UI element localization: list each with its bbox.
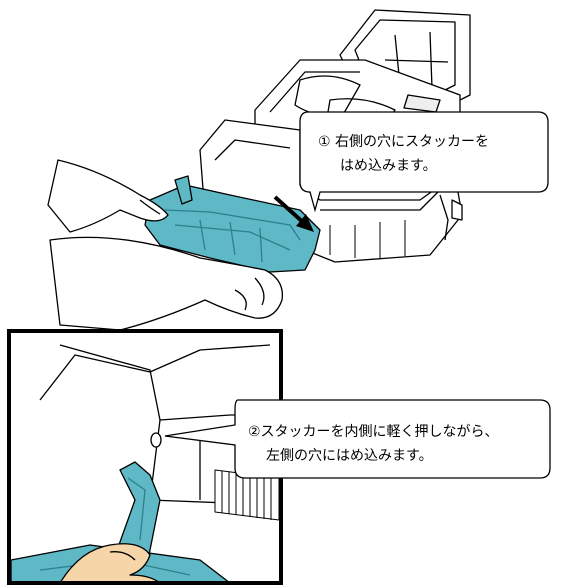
callout-2-line-1: ②スタッカーを内側に軽く押しながら、 <box>248 424 499 440</box>
callout-1-line-2: はめ込みます。 <box>340 158 437 174</box>
callout-1-line-1: ① 右側の穴にスタッカーを <box>318 134 490 150</box>
hands-top <box>47 159 284 331</box>
callout-2-line-2: 左側の穴にはめ込みます。 <box>266 448 433 464</box>
detail-frame <box>7 329 283 585</box>
callout-1-bubble <box>299 111 549 213</box>
callout-2-text: ②スタッカーを内側に軽く押しながら、 左側の穴にはめ込みます。 <box>248 420 499 468</box>
callout-2-bubble <box>164 399 551 479</box>
arrow-icon <box>273 195 314 232</box>
callout-1-text: ① 右側の穴にスタッカーを はめ込みます。 <box>318 130 489 178</box>
stacker-top <box>144 175 321 273</box>
